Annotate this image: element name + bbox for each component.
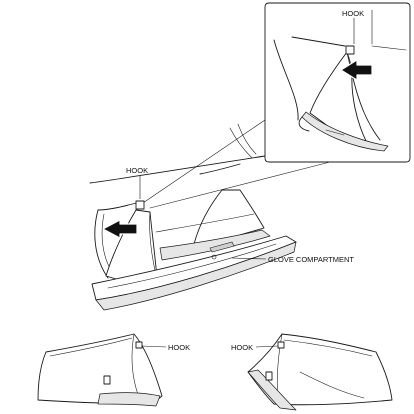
right-view-hook-label: HOOK <box>231 343 253 352</box>
dash-panel-top <box>89 155 266 184</box>
inset-hook-label: HOOK <box>342 9 364 18</box>
inset-push-arrow <box>340 59 373 81</box>
glove-compartment-leader <box>231 257 267 260</box>
left-view-door <box>97 392 161 407</box>
left-view-tab <box>103 375 111 385</box>
dash-panel-fold <box>229 127 253 159</box>
inset-hook-nub <box>345 45 355 55</box>
dash-panel-bottom <box>97 201 141 211</box>
inset-tray-front <box>298 116 310 132</box>
inset-tray-lip <box>301 111 389 152</box>
compartment-back <box>155 213 255 233</box>
left-view-hook-leader <box>141 345 167 348</box>
inset-panel-curve <box>273 39 299 121</box>
door-handle-dot <box>211 254 217 260</box>
dash-left-edge <box>94 209 109 279</box>
right-view-rim <box>283 339 373 357</box>
callout-line-right <box>149 161 331 209</box>
glove-compartment-label: GLOVE COMPARTMENT <box>268 255 354 264</box>
right-view-hook-leader <box>255 345 279 348</box>
inset-detail: HOOK <box>264 2 411 163</box>
compartment-door-inner-rim <box>107 243 277 289</box>
compartment-floor <box>159 229 271 261</box>
dash-panel-lower <box>199 163 241 175</box>
main-view: HOOK GLOVE COMPARTMENT <box>89 123 354 311</box>
compartment-door-face <box>95 241 297 311</box>
main-hook-nub <box>135 200 145 210</box>
dash-panel-fold-2 <box>237 123 257 155</box>
left-view-hook-label: HOOK <box>168 343 190 352</box>
right-view-hook-nub <box>277 341 285 349</box>
left-view-hook-nub <box>135 341 143 349</box>
callout-line-left <box>139 119 266 206</box>
compartment-right-wall <box>193 189 265 245</box>
bottom-right-view: HOOK <box>231 333 393 411</box>
inset-dash-edge <box>291 36 346 47</box>
door-handle-slot <box>209 241 235 253</box>
main-push-arrow <box>102 219 138 239</box>
left-view-rim <box>49 337 133 357</box>
main-hook-label: HOOK <box>126 166 148 175</box>
inset-tray-slot <box>325 129 345 136</box>
inset-side-wall-inner <box>351 73 381 141</box>
right-view-inner-curve <box>299 371 365 399</box>
inset-dash-edge-2 <box>371 45 407 51</box>
right-view-tab <box>265 371 273 381</box>
bottom-left-view: HOOK <box>37 333 190 407</box>
